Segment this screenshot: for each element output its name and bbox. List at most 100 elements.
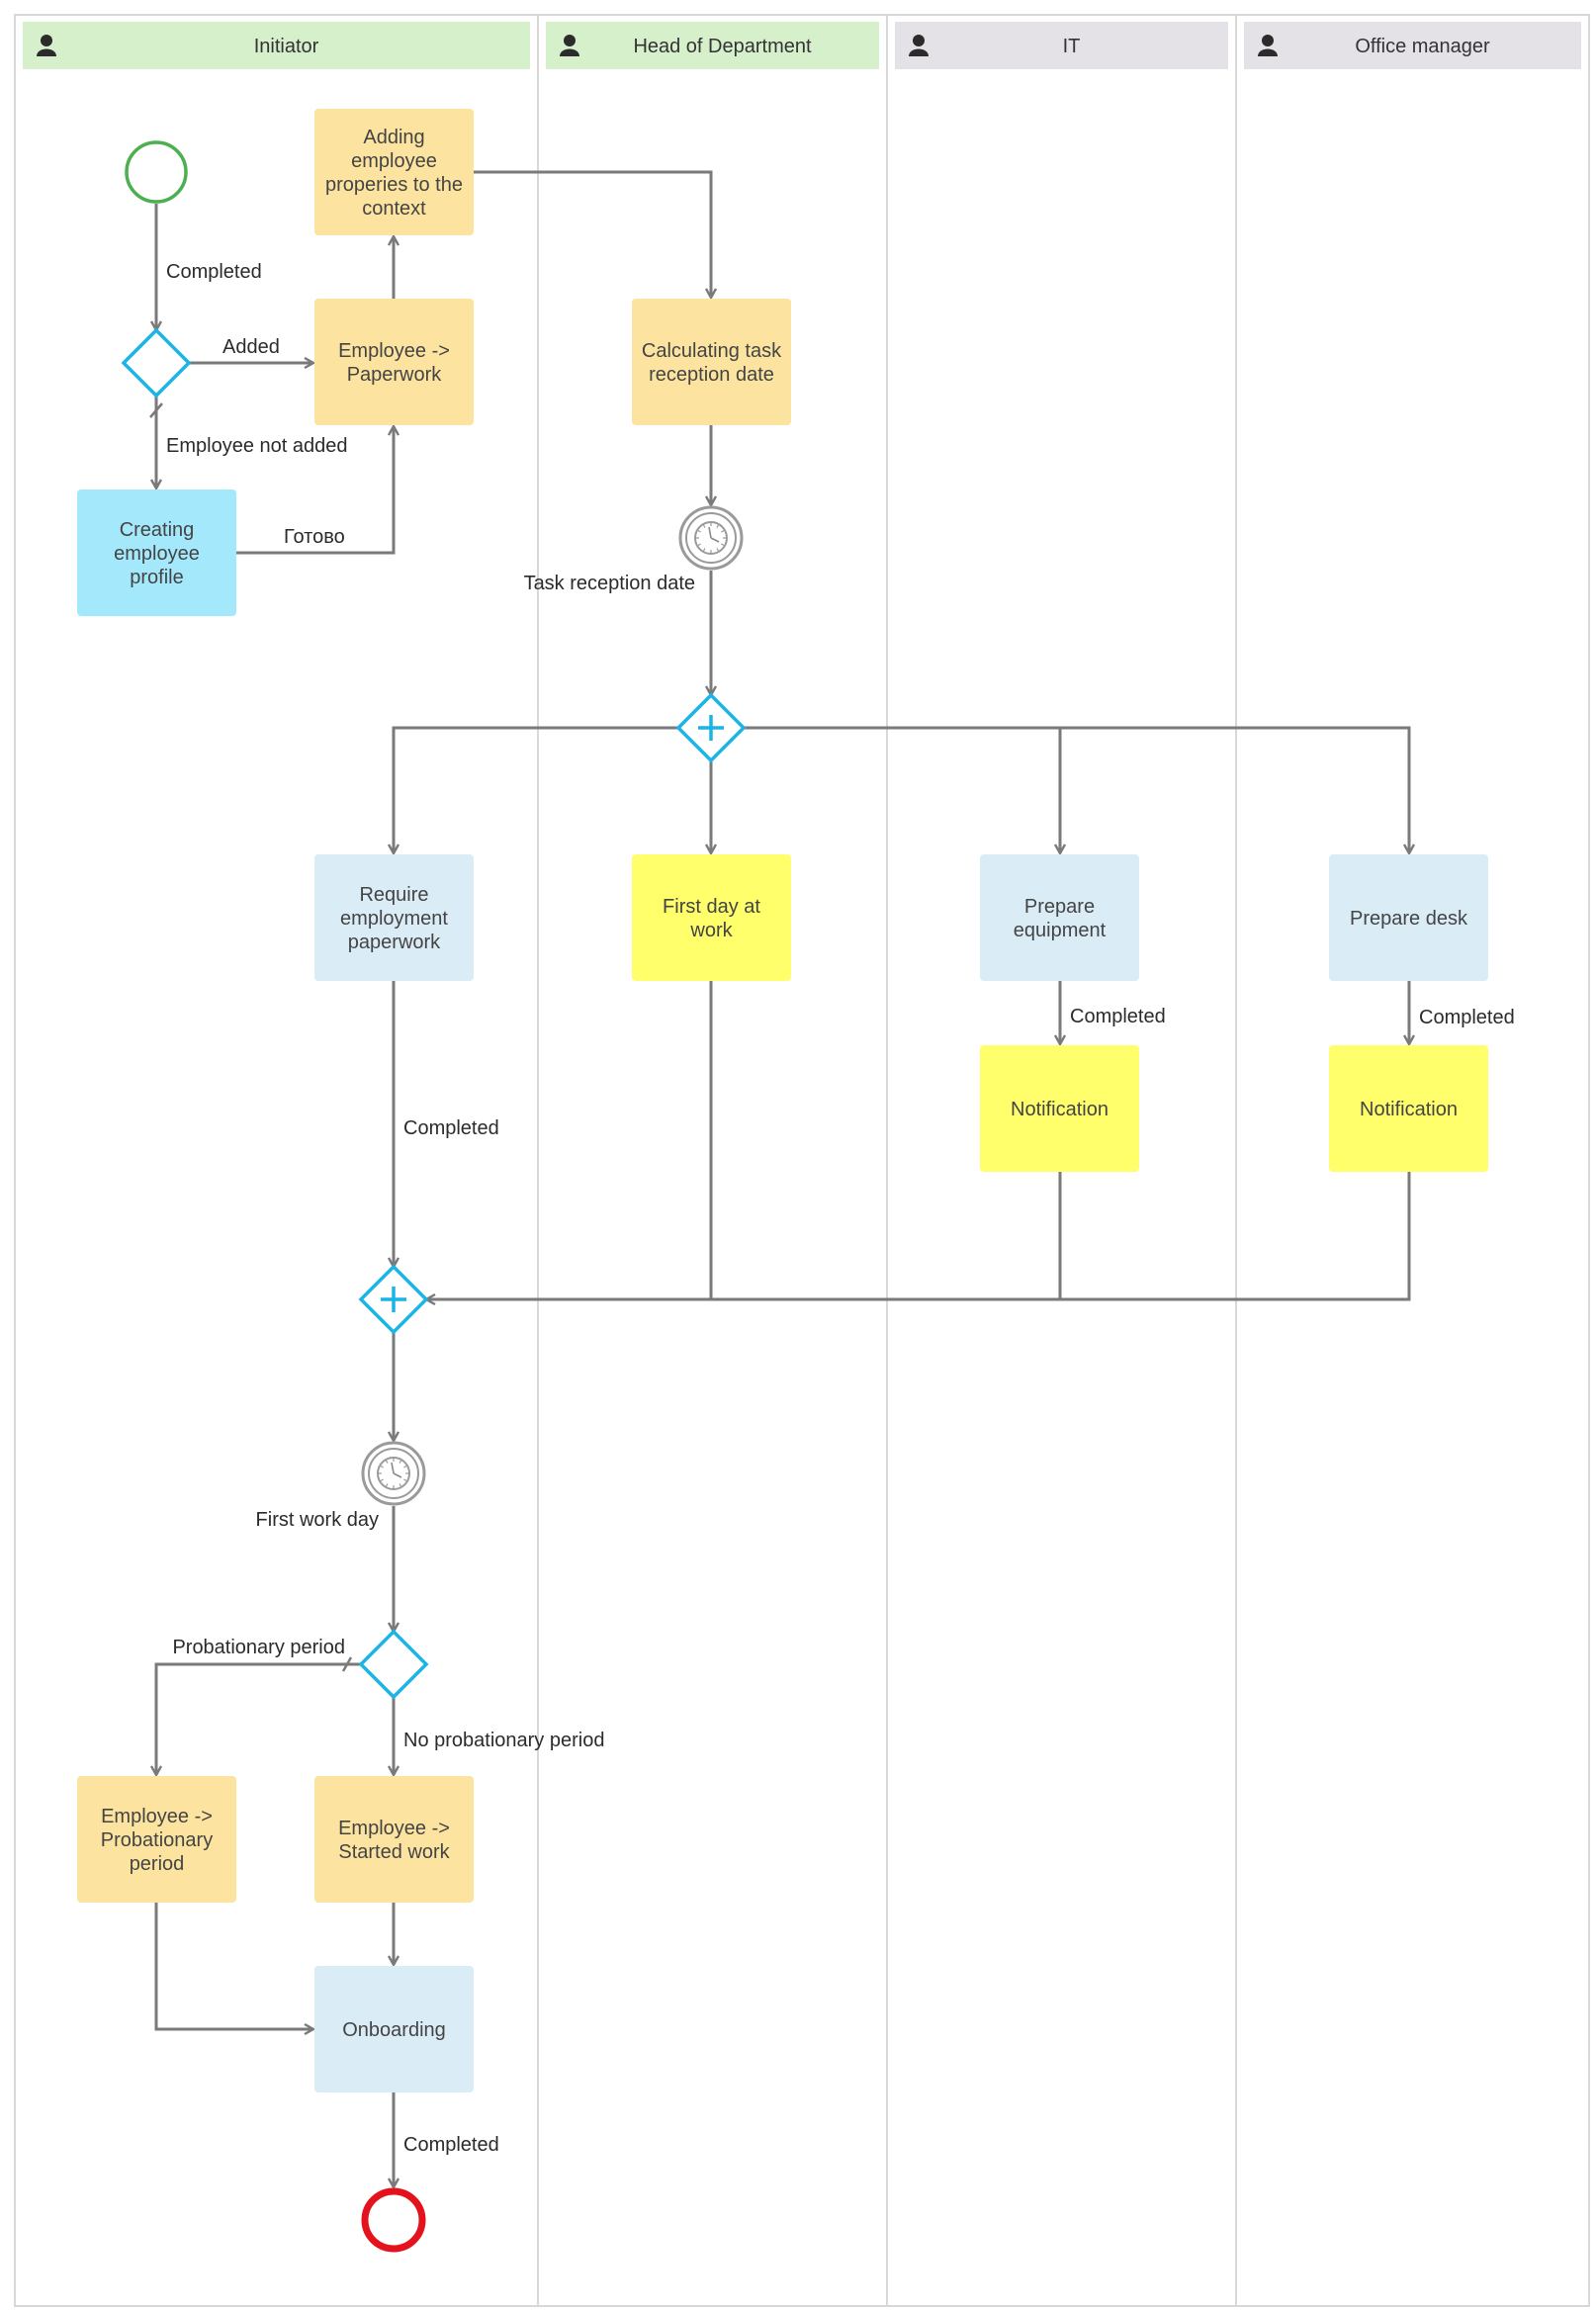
task-label: Employee -> — [101, 1806, 213, 1827]
lane-header — [546, 22, 879, 69]
task-label: Notification — [1360, 1099, 1458, 1120]
task-notification-it[interactable]: Notification — [980, 1045, 1139, 1172]
user-icon — [1258, 35, 1278, 56]
task-label: Onboarding — [342, 2019, 446, 2041]
parallel-gateway[interactable] — [675, 692, 747, 763]
parallel-gateway[interactable] — [358, 1264, 429, 1335]
task-box[interactable] — [314, 1966, 474, 2092]
flow-label-onboarding-completed: Completed — [403, 2134, 499, 2156]
lane-header — [23, 22, 530, 69]
task-box[interactable] — [980, 854, 1139, 981]
task-label: profile — [130, 567, 183, 588]
task-label: Notification — [1011, 1099, 1108, 1120]
clock-icon — [377, 1457, 410, 1490]
task-notification-office[interactable]: Notification — [1329, 1045, 1488, 1172]
task-box[interactable] — [1329, 1045, 1488, 1172]
task-label: Prepare desk — [1350, 908, 1468, 930]
lane-title: IT — [1063, 36, 1081, 57]
task-started-work[interactable]: Employee ->Started work — [314, 1776, 474, 1903]
task-label: equipment — [1014, 920, 1107, 941]
user-icon — [37, 35, 56, 56]
plus-icon — [698, 715, 724, 741]
clock-icon — [694, 521, 728, 555]
task-label: Probationary — [101, 1829, 213, 1851]
plus-icon — [381, 1287, 406, 1312]
task-label: employee — [351, 150, 437, 172]
flow-split-to-paperwork[interactable] — [394, 726, 678, 853]
task-label: Paperwork — [347, 364, 443, 386]
start-event[interactable] — [125, 140, 188, 204]
end-event-circle[interactable] — [361, 2187, 426, 2253]
flow-label-added: Added — [222, 336, 280, 358]
task-paperwork[interactable]: Employee ->Paperwork — [314, 299, 474, 425]
task-box[interactable] — [632, 854, 791, 981]
timer-event[interactable] — [361, 1441, 426, 1506]
task-box[interactable] — [77, 1776, 236, 1903]
flow-label-no-probationary: No probationary period — [403, 1730, 604, 1751]
lane-header — [1244, 22, 1581, 69]
task-box[interactable] — [314, 299, 474, 425]
task-prepare-desk[interactable]: Prepare desk — [1329, 854, 1488, 981]
user-icon — [560, 35, 579, 56]
task-label: Require — [359, 884, 428, 906]
task-box[interactable] — [1329, 854, 1488, 981]
task-label: reception date — [649, 364, 774, 386]
task-label: Employee -> — [338, 340, 450, 362]
task-box[interactable] — [314, 1776, 474, 1903]
default-flow-marker — [341, 1656, 353, 1672]
flow-props-to-calc[interactable] — [474, 170, 711, 298]
task-label: employee — [114, 543, 200, 565]
flow-label-desk-completed: Completed — [1419, 1007, 1515, 1028]
lane-title: Office manager — [1355, 36, 1490, 57]
pool-border — [14, 14, 1590, 2307]
task-label: Creating — [120, 519, 195, 541]
lane-title: Initiator — [254, 36, 319, 57]
task-box[interactable] — [77, 489, 236, 616]
exclusive-gateway[interactable] — [358, 1629, 429, 1700]
start-event-circle[interactable] — [125, 140, 188, 204]
lane-initiator: Initiator — [23, 22, 530, 69]
flow-split-to-desk[interactable] — [1060, 726, 1409, 853]
flow-label-first-work-day: First work day — [256, 1509, 379, 1531]
task-label: work — [689, 920, 733, 941]
task-box[interactable] — [632, 299, 791, 425]
task-label: Employee -> — [338, 1818, 450, 1839]
flow-label-start-completed: Completed — [166, 261, 262, 283]
exclusive-gateway[interactable] — [121, 327, 192, 399]
flow-probation-yes[interactable] — [156, 1662, 361, 1775]
end-event[interactable] — [361, 2187, 426, 2253]
task-box[interactable] — [314, 109, 474, 235]
task-label: Calculating task — [642, 340, 782, 362]
flow-desknotif-to-join[interactable] — [426, 1172, 1411, 1299]
flow-label-paperwork-completed: Completed — [403, 1117, 499, 1139]
task-box[interactable] — [314, 854, 474, 981]
flow-split-to-equipment[interactable] — [744, 726, 1060, 853]
flow-label-task-reception-date: Task reception date — [524, 573, 695, 594]
task-onboarding[interactable]: Onboarding — [314, 1966, 474, 2092]
lane-it: IT — [895, 22, 1228, 69]
task-box[interactable] — [980, 1045, 1139, 1172]
flow-label-not-added: Employee not added — [166, 435, 347, 457]
task-label: employment — [340, 908, 448, 930]
flow-profile-to-paperwork[interactable] — [236, 426, 394, 555]
task-label: First day at — [663, 896, 760, 918]
task-label: paperwork — [348, 932, 441, 953]
flow-label-probationary: Probationary period — [172, 1637, 345, 1658]
timer-event[interactable] — [678, 505, 744, 571]
task-label: Started work — [338, 1841, 450, 1863]
task-label: Adding — [363, 127, 424, 148]
flow-probation-to-onboarding[interactable] — [154, 1903, 313, 2029]
lane-office: Office manager — [1244, 22, 1581, 69]
